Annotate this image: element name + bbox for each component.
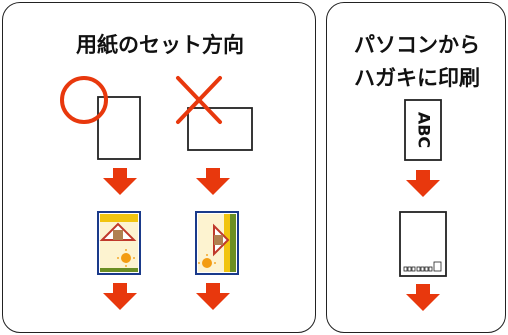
postcard-address-side (399, 211, 447, 277)
pc-postcard-title-line2: ハガキに印刷 (354, 66, 480, 90)
card-abc-text: ABC (415, 112, 434, 148)
portrait-paper-ok (60, 76, 141, 160)
pc-postcard-print-panel: パソコンから ハガキに印刷 (326, 2, 506, 333)
paper-orientation-panel: 用紙のセット方向 (2, 2, 316, 333)
upside-down-card: ABC (404, 99, 442, 161)
circle-ok-icon (60, 76, 108, 124)
down-arrow-icon (196, 168, 230, 195)
down-arrow-icon (103, 283, 137, 310)
down-arrow-icon (406, 284, 440, 311)
pc-postcard-title-line1: パソコンから (354, 33, 480, 57)
down-arrow-icon (103, 168, 137, 195)
postcard-illustration (97, 211, 141, 275)
down-arrow-icon (196, 283, 230, 310)
landscape-paper-ng (176, 76, 253, 151)
pc-postcard-print-title: パソコンから ハガキに印刷 (327, 29, 507, 95)
postcard-illustration-rotated (195, 211, 239, 275)
cross-ng-icon (176, 76, 222, 124)
down-arrow-icon (406, 170, 440, 197)
paper-orientation-title: 用紙のセット方向 (76, 33, 244, 57)
